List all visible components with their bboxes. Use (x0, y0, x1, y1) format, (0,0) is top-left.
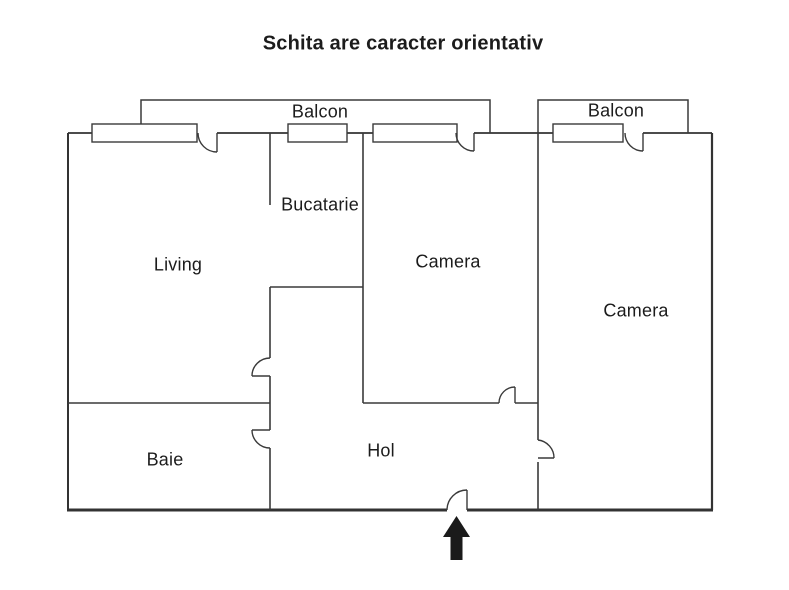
balcony-left-outline (140, 99, 491, 133)
window-living (91, 123, 198, 143)
door-living-balcony (197, 132, 218, 153)
door-camera-right-balcony (624, 132, 644, 152)
door-baie-hol (251, 429, 271, 449)
door-camera-middle-balcony (455, 132, 475, 152)
room-label-living: Living (153, 254, 203, 275)
door-living-hol (251, 357, 271, 377)
room-label-bucatarie: Bucatarie (281, 194, 359, 215)
windows (91, 123, 624, 143)
window-camera-right (552, 123, 624, 143)
interior-walls (68, 133, 539, 510)
plan-title: Schita are caracter orientativ (262, 32, 544, 55)
entrance-arrow-icon (443, 516, 470, 560)
room-label-camera-middle: Camera (415, 251, 481, 272)
door-entrance (446, 489, 468, 511)
balconies (140, 99, 689, 133)
window-bucatarie (287, 123, 348, 143)
room-label-hol: Hol (367, 440, 395, 461)
door-camera-right-hol (537, 439, 555, 459)
balcony-right-outline (537, 99, 689, 133)
window-camera-middle (372, 123, 458, 143)
outer-walls (67, 132, 714, 512)
room-label-camera-right: Camera (603, 300, 669, 321)
door-camera-middle-hol (498, 386, 516, 404)
room-label-balcon-left: Balcon (291, 101, 349, 122)
room-label-balcon-right: Balcon (587, 100, 645, 121)
room-label-baie: Baie (146, 449, 184, 470)
doors (197, 132, 644, 511)
